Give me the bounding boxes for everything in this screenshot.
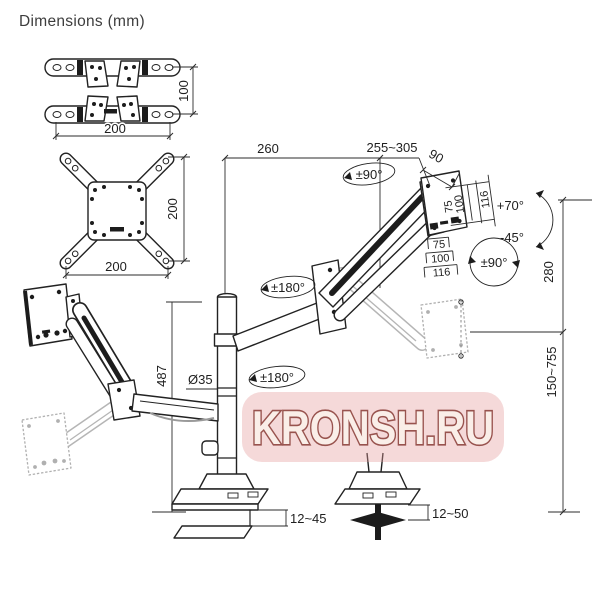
vesa-bar-adapter-drawing xyxy=(44,58,181,124)
dim-grommet-thickness: 12~50 xyxy=(432,506,469,521)
vesa-bar-adapter-dimensions: 100 200 xyxy=(52,63,198,140)
angle-tilt-down: -45° xyxy=(500,230,524,245)
dim-clamp-thickness: 12~45 xyxy=(290,511,327,526)
dimension-annotations: 260 255~305 90 ±90° ±180° ±180° 75 100 xyxy=(154,140,592,527)
plate-dim-h-75: 75 xyxy=(433,239,446,252)
page-title: Dimensions (mm) xyxy=(19,13,145,30)
watermark-text: KRONSH.RU xyxy=(252,401,494,454)
plate-dim-v-116: 116 xyxy=(478,190,492,209)
dim-height-range: 150~755 xyxy=(544,347,559,398)
plate-dim-v-75: 75 xyxy=(442,200,456,214)
plate-dim-h-116: 116 xyxy=(432,266,451,279)
vesa-bar-height-label: 100 xyxy=(176,80,191,102)
angle-plate-rotation: ±90° xyxy=(481,255,508,270)
vesa-cross-height-label: 200 xyxy=(165,198,180,220)
monitor-arm-drawing xyxy=(21,170,469,540)
angle-upper-joint-swivel: ±180° xyxy=(271,280,305,295)
watermark-background xyxy=(242,392,504,462)
vesa-cross-width-label: 200 xyxy=(105,259,127,274)
angle-arm-swivel-top: ±90° xyxy=(356,167,383,182)
watermark: KRONSH.RU xyxy=(242,392,504,462)
vesa-cross-adapter-dimensions: 200 200 xyxy=(62,153,190,279)
dim-head-offset: 90 xyxy=(426,146,446,166)
plate-dim-v-100: 100 xyxy=(453,194,467,214)
dim-lift-range: 280 xyxy=(541,261,556,283)
angle-lower-joint-swivel: ±180° xyxy=(260,370,294,385)
vesa-cross-adapter-drawing xyxy=(59,152,175,270)
angle-tilt-up: +70° xyxy=(497,198,524,213)
dim-pole-diameter: Ø35 xyxy=(188,372,213,387)
dim-pole-height: 487 xyxy=(154,365,169,387)
plate-dim-h-100: 100 xyxy=(431,252,450,266)
dim-left-arm-reach: 260 xyxy=(257,141,279,156)
vesa-bar-width-label: 200 xyxy=(104,121,126,136)
dim-right-arm-reach: 255~305 xyxy=(367,140,418,155)
